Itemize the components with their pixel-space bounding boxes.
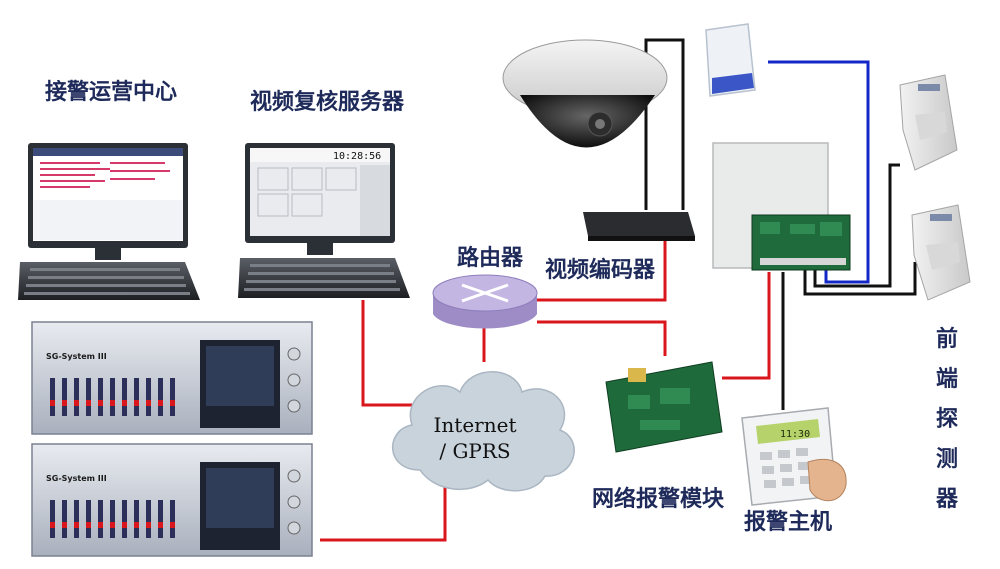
encoder-label: 视频编码器	[545, 258, 656, 283]
link-black	[803, 262, 917, 296]
link-blue	[768, 60, 870, 284]
cloud-label: Internet / GPRS	[415, 412, 535, 464]
dome-camera-icon	[502, 39, 668, 148]
network-module-label: 网络报警模块	[592, 487, 725, 512]
link-red	[320, 485, 447, 542]
link-red	[537, 320, 667, 356]
link-red	[722, 272, 771, 380]
keypad-icon: 11:30	[741, 407, 847, 506]
video-encoder-icon	[583, 212, 695, 241]
motion-detector-icon	[899, 74, 958, 171]
connection-lines	[320, 38, 917, 542]
center-label: 接警运营中心	[45, 80, 178, 105]
link-red	[361, 300, 420, 407]
detectors-label: 前 端 探 测 器	[935, 327, 958, 512]
rack-brand: SG-System III	[46, 474, 107, 483]
server-clock: 10:28:56	[333, 151, 381, 162]
link-black	[644, 38, 685, 210]
siren-icon	[705, 23, 756, 97]
keypad-clock: 11:30	[780, 429, 810, 440]
video-server-icon: 10:28:56	[238, 143, 410, 298]
network-module-icon	[605, 361, 723, 453]
receiver-rack-icon: SG-System III SG-System III	[31, 321, 313, 557]
cloud-label-line1: Internet	[433, 413, 517, 437]
rack-brand: SG-System III	[46, 352, 107, 361]
alarm-host-label: 报警主机	[744, 510, 833, 535]
router-label: 路由器	[457, 246, 524, 271]
motion-detector-icon	[911, 204, 971, 301]
cloud-label-line2: / GPRS	[439, 439, 511, 463]
cloud-icon	[391, 371, 575, 492]
link-red	[534, 236, 667, 302]
video-server-label: 视频复核服务器	[250, 90, 405, 115]
workstation-icon	[18, 143, 200, 300]
router-icon	[432, 274, 538, 329]
alarm-panel-icon	[712, 142, 851, 271]
link-black	[813, 163, 900, 288]
